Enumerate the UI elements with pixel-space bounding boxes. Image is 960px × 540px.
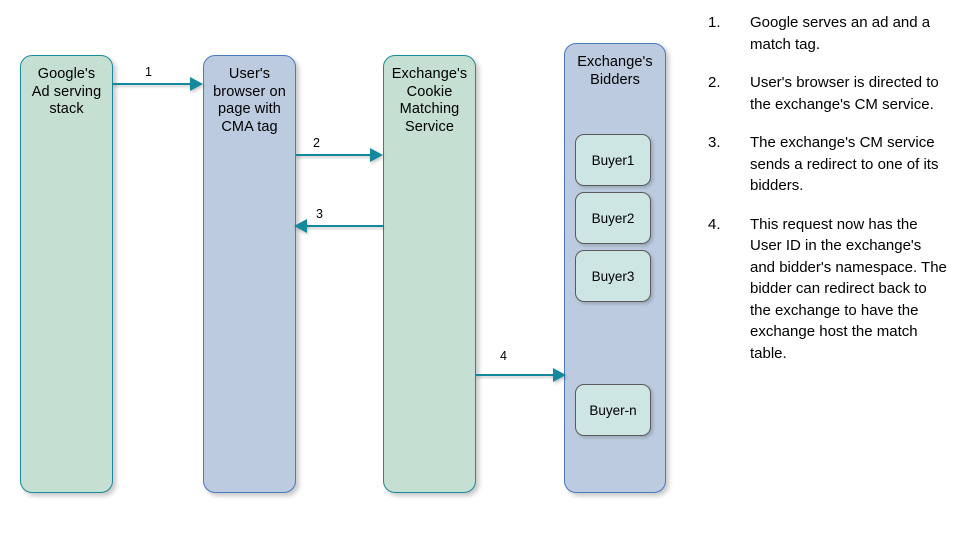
step-text: The exchange's CM service sends a redire… — [750, 134, 939, 194]
arrow-4-label: 4 — [500, 349, 507, 363]
arrow-3-line — [306, 225, 383, 228]
node-google-ad-serving-stack[interactable]: Google's Ad serving stack — [20, 55, 113, 493]
arrow-3-label: 3 — [316, 207, 323, 221]
arrow-4-head-icon — [553, 368, 566, 382]
buyer-label: Buyer3 — [591, 268, 635, 284]
step-number: 4. — [708, 215, 721, 233]
steps-list: 1. Google serves an ad and a match tag. … — [708, 12, 948, 381]
buyer-label: Buyer2 — [591, 210, 635, 226]
arrow-2-label: 2 — [313, 136, 320, 150]
arrow-3-head-icon — [294, 219, 307, 233]
buyer-box[interactable]: Buyer2 — [575, 192, 651, 244]
step-number: 3. — [708, 134, 721, 151]
step-item: 3. The exchange's CM service sends a red… — [708, 132, 948, 197]
step-number: 2. — [708, 74, 721, 91]
arrow-1-head-icon — [190, 77, 203, 91]
node-label-bidders: Exchange's Bidders — [577, 54, 653, 88]
buyer-label: Buyer-n — [589, 402, 637, 418]
node-label-ad-serving: Google's Ad serving stack — [31, 66, 102, 117]
node-user-browser[interactable]: User's browser on page with CMA tag — [203, 55, 296, 493]
step-number: 1. — [708, 14, 721, 31]
step-text: This request now has the User ID in the … — [750, 215, 947, 362]
node-label-browser: User's browser on page with CMA tag — [213, 66, 286, 135]
arrow-1-label: 1 — [145, 65, 152, 79]
node-exchange-cookie-matching-service[interactable]: Exchange's Cookie Matching Service — [383, 55, 476, 493]
arrow-2-line — [296, 154, 372, 157]
node-label-cms: Exchange's Cookie Matching Service — [391, 66, 468, 135]
step-text: Google serves an ad and a match tag. — [750, 14, 931, 53]
step-item: 1. Google serves an ad and a match tag. — [708, 12, 948, 55]
buyer-box[interactable]: Buyer1 — [575, 134, 651, 186]
arrow-4-line — [476, 374, 554, 377]
buyer-box[interactable]: Buyer3 — [575, 250, 651, 302]
step-text: User's browser is directed to the exchan… — [750, 74, 939, 113]
arrow-2-head-icon — [370, 148, 383, 162]
buyer-box[interactable]: Buyer-n — [575, 384, 651, 436]
step-item: 4. This request now has the User ID in t… — [708, 214, 948, 365]
step-item: 2. User's browser is directed to the exc… — [708, 72, 948, 115]
buyer-label: Buyer1 — [591, 152, 635, 168]
arrow-1-line — [113, 83, 191, 86]
